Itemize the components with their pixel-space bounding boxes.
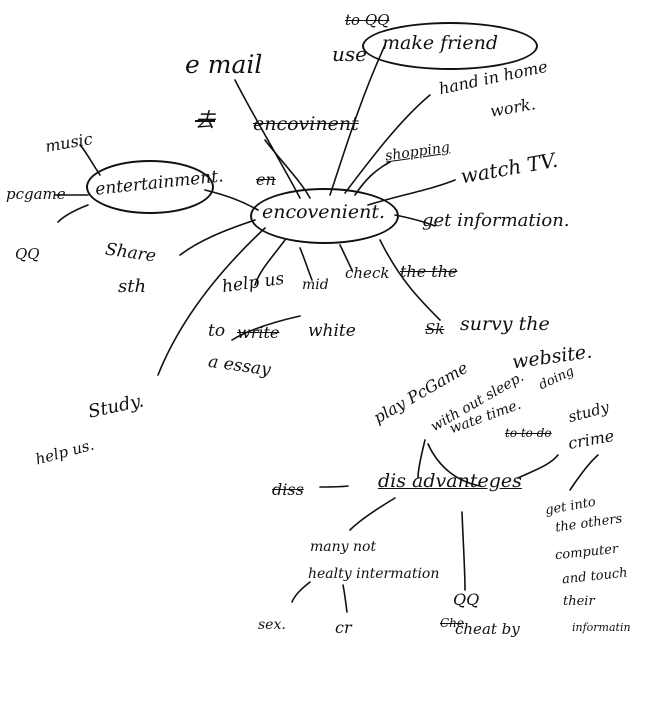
line-dis-getinto [569,454,599,491]
sex-label: sex. [258,617,286,633]
get-into-label-5: their [563,594,595,609]
line-to-email [234,79,301,199]
line-to-share [179,219,256,256]
struck-word: encovinent [253,113,359,135]
qq-dis-label: QQ [453,590,480,609]
center-label: encovenient. [262,201,386,223]
survy-the-label: survy the [460,313,550,335]
make-friend-label: make friend [382,32,498,54]
cheat-label: cheat by [455,620,520,638]
use-label: use [332,42,367,66]
line-dis-play [417,439,426,479]
get-into-label-6: informatin [572,621,631,634]
share-label-2: sth [118,276,147,297]
write-struck: write [237,323,280,342]
line-many-sex [291,581,311,603]
the-struck: the the [400,262,458,281]
line-dis-many [349,497,396,531]
center-ellipse [250,188,399,244]
line-many-cr [342,584,348,613]
to-to-do-struck: to to do [505,426,552,440]
pcgame-label: pcgame [6,185,66,203]
many-label-2: healty intermation [308,566,440,582]
many-label-1: many not [310,539,377,555]
qq-left-label: QQ [15,245,40,263]
check-label: check [345,264,390,282]
line-diss-dis [319,485,349,488]
make-friend-ellipse [362,22,538,70]
sk-struck: Sk [425,320,445,338]
line-to-check [339,244,353,271]
get-info-label: get information. [422,210,570,231]
email-label: e mail [185,50,263,79]
cheat-struck: Che [440,616,465,630]
line-to-homework [344,94,431,194]
line-dis-qq [461,511,466,591]
disadvantages-label: dis advanteges [378,470,522,492]
diss-struck: diss [272,480,304,499]
entertainment-ellipse [86,160,214,214]
line-to-mid [299,247,313,281]
white-label: white [308,321,356,341]
mid-label: mid [302,277,329,293]
to-label: to [208,321,226,341]
line-to-write [231,315,301,341]
en-struck: en [256,170,276,189]
line-to-study [157,227,266,376]
qq-struck: to QQ [345,11,390,29]
line-to-shopping [354,161,391,196]
line-ent-qq [57,204,89,223]
line-to-survey [379,239,441,321]
line-to-friend [329,44,386,196]
line-to-entertainment [204,189,259,211]
line-dis-wate [427,443,481,487]
cr-label: cr [335,618,352,637]
struck-char: 去 [195,108,215,132]
line-to-help [254,239,286,286]
line-dis-crime [517,454,559,479]
